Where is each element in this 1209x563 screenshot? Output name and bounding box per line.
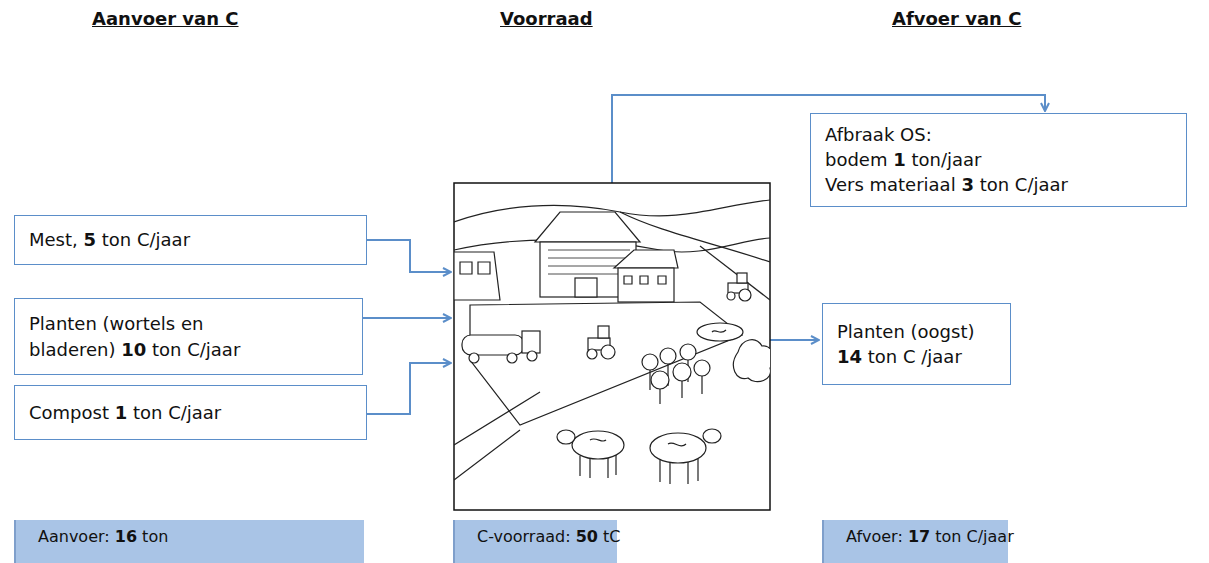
node-text: Aanvoer: 16 ton xyxy=(38,526,350,548)
picture-frame xyxy=(454,183,770,510)
node-text: C-voorraad: 50 tC xyxy=(477,526,603,548)
number-text: 10 xyxy=(121,339,146,360)
tanker-cab xyxy=(522,331,540,353)
total-band: Aanvoer: 16 ton xyxy=(14,520,364,563)
tractor-cab xyxy=(598,326,609,338)
farm-drawing xyxy=(454,200,770,484)
cow-legs xyxy=(660,459,698,484)
output-box: Afbraak OS:bodem 1 ton/jaarVers materiaa… xyxy=(810,113,1187,207)
flow-arrow xyxy=(770,339,818,341)
pond-mark xyxy=(712,330,726,332)
pond xyxy=(697,323,743,341)
barn-window xyxy=(460,262,490,274)
number-text: 1 xyxy=(893,149,906,170)
number-text: 14 xyxy=(837,346,862,367)
number-text: 3 xyxy=(961,174,974,195)
cow xyxy=(650,433,706,463)
cow-head xyxy=(703,429,721,443)
tree xyxy=(694,360,710,376)
tractor-cab xyxy=(737,273,747,283)
cow-head xyxy=(557,430,575,444)
barn xyxy=(454,252,500,300)
flow-arrow xyxy=(363,240,450,272)
total-band: C-voorraad: 50 tC xyxy=(453,520,617,563)
node-text: bodem 1 ton/jaar xyxy=(825,147,1172,172)
column-heading: Aanvoer van C xyxy=(92,8,239,29)
node-text: Mest, 5 ton C/jaar xyxy=(29,227,352,252)
tree xyxy=(642,354,658,370)
wheel xyxy=(739,289,751,301)
field-line xyxy=(454,392,540,480)
column-heading: Voorraad xyxy=(500,8,593,29)
wheel xyxy=(527,351,537,361)
column-heading: Afvoer van C xyxy=(892,8,1021,29)
input-box: Mest, 5 ton C/jaar xyxy=(14,215,367,265)
field-line xyxy=(700,246,770,300)
node-text: Compost 1 ton C/jaar xyxy=(29,400,352,425)
output-box: Planten (oogst) 14 ton C /jaar xyxy=(822,303,1011,385)
tree xyxy=(680,344,696,360)
wheel xyxy=(469,353,479,363)
flow-arrow xyxy=(363,317,450,319)
number-text: 1 xyxy=(115,402,128,423)
number-text: 50 xyxy=(576,527,598,546)
tanker xyxy=(462,335,524,355)
tree xyxy=(651,371,669,389)
wheel xyxy=(601,345,615,359)
number-text: 5 xyxy=(83,229,96,250)
number-text: 16 xyxy=(115,527,137,546)
node-text: Afvoer: 17 ton C/jaar xyxy=(846,526,994,548)
wheel xyxy=(507,353,517,363)
tree xyxy=(660,348,676,364)
flow-arrow xyxy=(363,363,450,414)
input-box: Compost 1 ton C/jaar xyxy=(14,385,367,440)
house xyxy=(618,268,674,302)
barn-roof xyxy=(535,212,640,242)
cow xyxy=(572,431,624,459)
input-box: Planten (wortels en bladeren) 10 ton C/j… xyxy=(14,298,363,375)
bush xyxy=(733,340,770,382)
cow-legs xyxy=(580,455,616,478)
total-band: Afvoer: 17 ton C/jaar xyxy=(822,520,1008,563)
house-roof xyxy=(614,250,678,268)
house-window xyxy=(624,276,666,284)
cow-spots xyxy=(590,439,686,446)
wheel xyxy=(587,349,597,359)
node-text: Afbraak OS: xyxy=(825,122,1172,147)
wheel xyxy=(727,292,735,300)
barn-door xyxy=(575,278,597,297)
node-text: Vers materiaal 3 ton C/jaar xyxy=(825,172,1172,197)
farm-yard xyxy=(470,302,742,425)
node-text: Planten (wortels en bladeren) 10 ton C/j… xyxy=(29,311,269,361)
node-text: Planten (oogst) 14 ton C /jaar xyxy=(837,319,992,369)
number-text: 17 xyxy=(908,527,930,546)
tree xyxy=(673,363,691,381)
